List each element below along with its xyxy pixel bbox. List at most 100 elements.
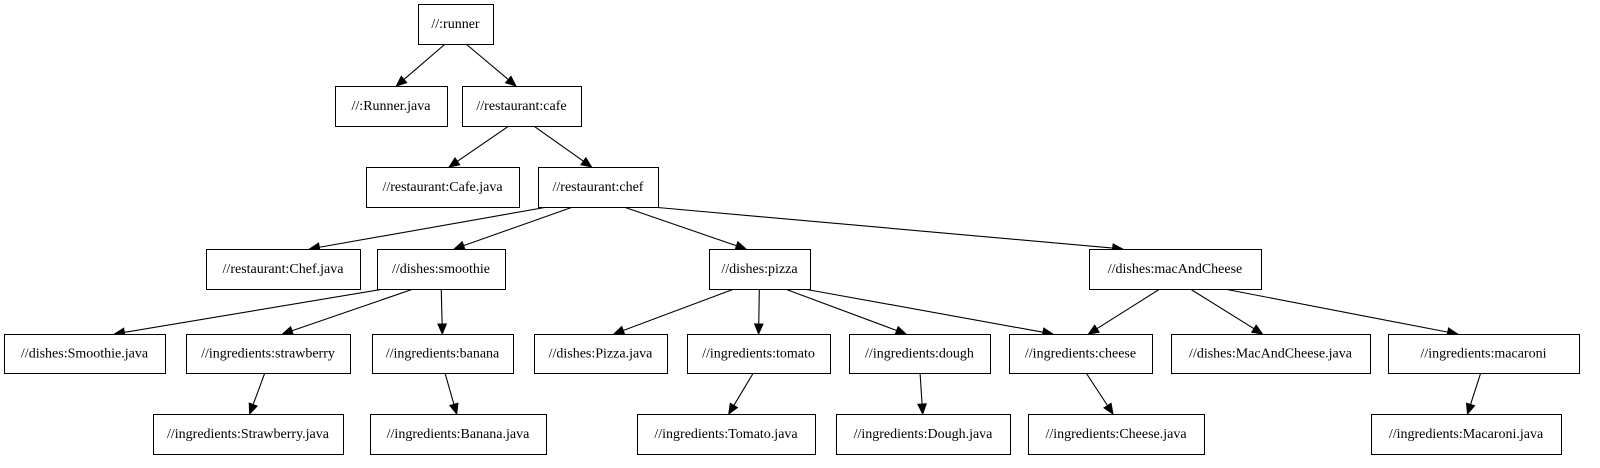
edge-arrowhead (734, 240, 748, 251)
graph-node-pizza_java[interactable]: //dishes:Pizza.java (534, 334, 668, 374)
node-box (836, 414, 1011, 455)
graph-node-strawberry[interactable]: //ingredients:strawberry (186, 334, 351, 374)
node-label: //dishes:Smoothie.java (21, 347, 149, 362)
edge-line (444, 372, 455, 405)
graph-node-pizza[interactable]: //dishes:pizza (709, 249, 811, 290)
graph-node-dough[interactable]: //ingredients:dough (849, 334, 991, 374)
node-label: //ingredients:Dough.java (854, 427, 994, 442)
node-label: //ingredients:Macaroni.java (1389, 427, 1544, 442)
graph-edge-smoothie-to-banana (437, 288, 448, 336)
graph-node-cafe_java[interactable]: //restaurant:Cafe.java (366, 167, 520, 208)
graph-node-macaroni_java[interactable]: //ingredients:Macaroni.java (1371, 414, 1562, 455)
graph-edge-dough-to-dough_java (917, 372, 927, 416)
node-box (1009, 334, 1153, 374)
node-box (372, 334, 514, 374)
graph-node-macaroni[interactable]: //ingredients:macaroni (1388, 334, 1580, 374)
node-label: //ingredients:Strawberry.java (167, 427, 330, 442)
graph-node-smoothie[interactable]: //dishes:smoothie (377, 249, 506, 290)
edge-line (623, 206, 737, 247)
edge-line (403, 43, 446, 80)
graph-node-tomato_java[interactable]: //ingredients:Tomato.java (637, 414, 816, 455)
edge-line (919, 372, 923, 405)
graph-edge-runner-to-runner_java (395, 43, 446, 87)
node-label: //dishes:pizza (721, 262, 798, 277)
graph-node-runner[interactable]: //:runner (418, 4, 494, 45)
graph-node-banana_java[interactable]: //ingredients:Banana.java (370, 414, 547, 455)
node-label: //:runner (431, 17, 480, 32)
edge-line (1470, 372, 1482, 405)
edge-line (252, 372, 266, 405)
node-label: //dishes:MacAndCheese.java (1189, 347, 1353, 362)
graph-edge-runner-to-cafe (465, 43, 517, 87)
graph-edge-chef-to-macandcheese (651, 206, 1124, 253)
graph-node-cheese_java[interactable]: //ingredients:Cheese.java (1028, 414, 1205, 455)
graph-node-cafe[interactable]: //restaurant:cafe (462, 86, 582, 127)
graph-edge-pizza-to-dough (784, 288, 908, 335)
edge-arrowhead (395, 75, 408, 87)
graph-edge-pizza-to-cheese (803, 288, 1055, 338)
graph-node-chef_java[interactable]: //restaurant:Chef.java (206, 249, 361, 290)
graph-edge-macaroni-to-macaroni_java (1465, 372, 1482, 416)
graph-node-tomato[interactable]: //ingredients:tomato (687, 334, 831, 374)
graph-node-chef[interactable]: //restaurant:chef (538, 167, 659, 208)
edge-line (651, 206, 1113, 249)
edge-arrowhead (894, 325, 908, 335)
edge-arrowhead (437, 323, 448, 336)
node-box (1388, 334, 1580, 374)
edge-arrowhead (1087, 324, 1100, 335)
edge-line (533, 125, 584, 162)
edge-line (1189, 288, 1255, 330)
graph-node-macandcheese[interactable]: //dishes:macAndCheese (1089, 249, 1262, 290)
node-box (1028, 414, 1205, 455)
node-box (366, 167, 520, 208)
node-box (206, 249, 361, 290)
edge-arrowhead (1465, 402, 1476, 416)
edge-line (457, 125, 510, 162)
node-box (335, 86, 448, 127)
graph-node-strawberry_java[interactable]: //ingredients:Strawberry.java (153, 414, 344, 455)
graph-edge-macandcheese-to-macandcheese_java (1189, 288, 1264, 335)
edge-line (623, 288, 735, 332)
edge-line (124, 288, 385, 333)
node-label: //ingredients:banana (386, 347, 500, 362)
graph-node-runner_java[interactable]: //:Runner.java (335, 86, 448, 127)
node-box (1371, 414, 1562, 455)
node-box (538, 167, 659, 208)
graph-node-cheese[interactable]: //ingredients:cheese (1009, 334, 1153, 374)
edge-line (733, 372, 754, 406)
graph-edge-cafe-to-cafe_java (448, 125, 510, 168)
node-box (849, 334, 991, 374)
node-box (186, 334, 351, 374)
node-box (462, 86, 582, 127)
node-box (4, 334, 166, 374)
node-label: //restaurant:cafe (476, 99, 566, 114)
node-label: //dishes:Pizza.java (549, 347, 654, 362)
graph-node-smoothie_java[interactable]: //dishes:Smoothie.java (4, 334, 166, 374)
edge-arrowhead (612, 325, 626, 335)
node-label: //ingredients:dough (865, 347, 974, 362)
edge-line (1096, 288, 1161, 330)
edge-arrowhead (917, 403, 927, 416)
node-box (637, 414, 816, 455)
edge-arrowhead (728, 402, 739, 416)
edge-layer (113, 43, 1482, 416)
graph-node-macandcheese_java[interactable]: //dishes:MacAndCheese.java (1171, 334, 1371, 374)
node-box (153, 414, 344, 455)
edge-line (465, 43, 509, 80)
graph-node-dough_java[interactable]: //ingredients:Dough.java (836, 414, 1011, 455)
edge-line (440, 288, 443, 325)
edge-line (803, 288, 1044, 333)
graph-edge-tomato-to-tomato_java (728, 372, 754, 416)
node-label: //dishes:smoothie (392, 262, 490, 277)
node-box (687, 334, 831, 374)
graph-node-banana[interactable]: //ingredients:banana (372, 334, 514, 374)
node-box (534, 334, 668, 374)
graph-edge-cafe-to-chef (533, 125, 593, 168)
edge-line (1224, 288, 1448, 333)
edge-arrowhead (1103, 402, 1114, 416)
edge-line (463, 206, 574, 247)
edge-arrowhead (248, 402, 258, 416)
edge-arrowhead (753, 323, 764, 336)
node-label: //restaurant:Chef.java (223, 262, 345, 277)
